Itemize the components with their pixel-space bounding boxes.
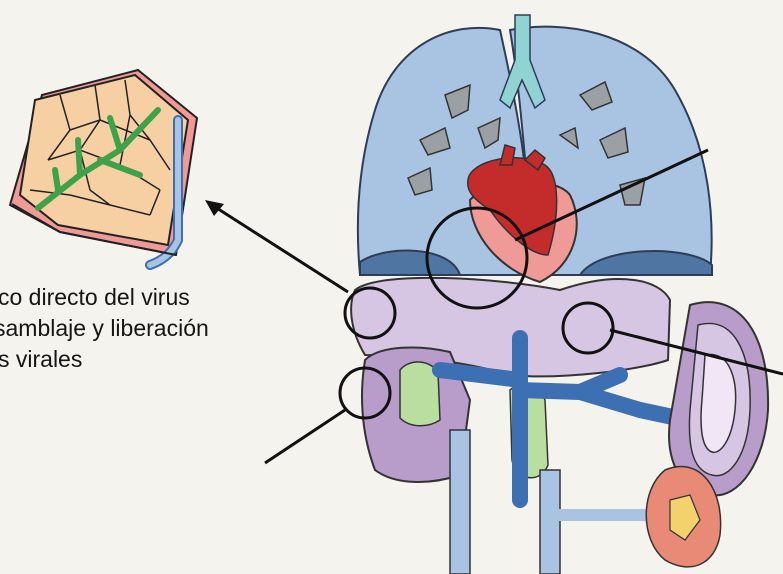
arrow-to-tissue <box>212 205 348 292</box>
tissue-block-icon <box>10 70 197 265</box>
caption-line-3: s virales <box>0 344 360 375</box>
caption-text: co directo del virus samblaje y liberaci… <box>0 282 360 375</box>
arrowhead-icon <box>205 200 224 216</box>
caption-line-1: co directo del virus <box>0 282 360 313</box>
caption-line-2: samblaje y liberación <box>0 313 360 344</box>
line-lower-left <box>265 410 345 463</box>
